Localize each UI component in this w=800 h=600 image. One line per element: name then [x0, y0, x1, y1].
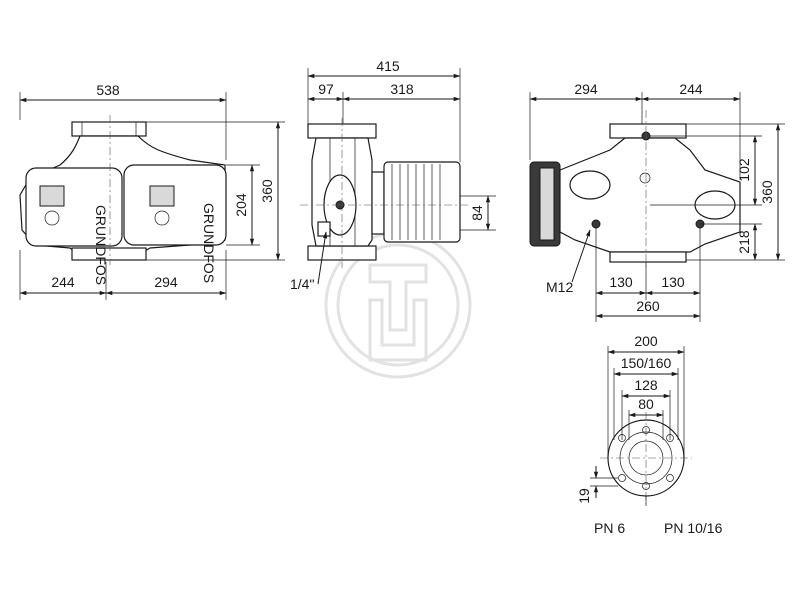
dim-back-hole-right: 130: [661, 274, 685, 290]
dim-back-height-lower: 218: [736, 230, 752, 254]
dim-flange-raised-face: 128: [634, 377, 658, 393]
brand-label-left: GRUNDFOS: [93, 205, 109, 285]
dim-side-vent-thread: 1/4": [290, 276, 314, 292]
dim-back-thread: M12: [546, 279, 573, 295]
dim-front-right-width: 294: [154, 274, 178, 290]
dim-side-motor-part: 318: [390, 81, 414, 97]
dim-back-height-upper: 102: [736, 158, 752, 182]
dim-side-shaft-height: 84: [469, 205, 485, 221]
dim-back-hole-total: 260: [636, 298, 660, 314]
dim-back-hole-left: 130: [609, 274, 633, 290]
dim-back-right-width: 244: [679, 81, 703, 97]
side-view: 415 97 318 84 1/4": [290, 58, 496, 292]
dim-flange-outer-diameter: 200: [634, 333, 658, 349]
dim-front-height-motor: 204: [233, 193, 249, 217]
dim-front-left-width: 244: [51, 274, 75, 290]
flange-view: 200 150/160 128 80 19 PN 6 PN 10/16: [576, 333, 723, 536]
front-view: GRUNDFOS GRUNDFOS 538 244 294 204 360: [19, 82, 285, 300]
dim-flange-bolt-hole: 19: [576, 488, 592, 504]
dim-front-height-total: 360: [259, 179, 275, 203]
back-view: 294 244 102 218 360 M12 130 130 260: [529, 81, 785, 322]
dim-back-height-total: 360: [759, 180, 775, 204]
dim-front-total-width: 538: [96, 82, 120, 98]
dim-side-flange-part: 97: [318, 81, 334, 97]
dim-back-left-width: 294: [574, 81, 598, 97]
dim-flange-bolt-circle: 150/160: [621, 355, 672, 371]
brand-label-right: GRUNDFOS: [201, 203, 217, 283]
label-pn-high: PN 10/16: [664, 520, 723, 536]
label-pn-low: PN 6: [594, 520, 625, 536]
dim-side-total-length: 415: [376, 58, 400, 74]
dim-flange-nominal-bore: 80: [638, 396, 654, 412]
